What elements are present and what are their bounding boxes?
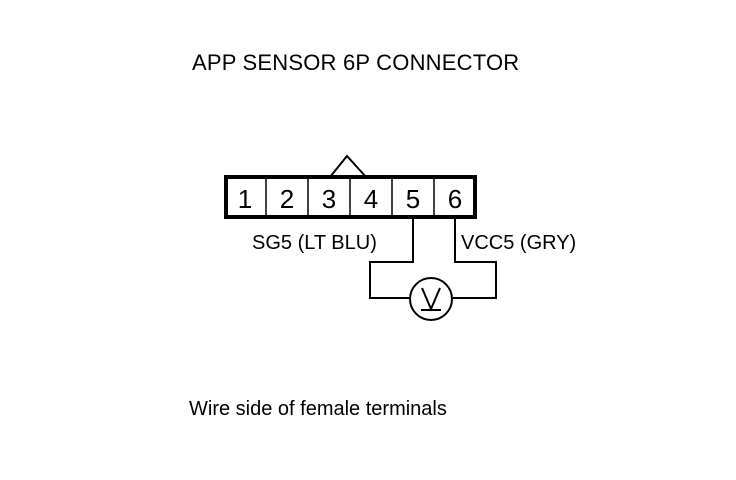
wire-label-vcc5: VCC5 (GRY) xyxy=(461,232,576,254)
pin-2: 2 xyxy=(280,184,294,214)
voltmeter-icon xyxy=(409,277,453,321)
pin-1: 1 xyxy=(238,184,252,214)
pin-4: 4 xyxy=(364,184,378,214)
diagram-title: APP SENSOR 6P CONNECTOR xyxy=(192,50,520,75)
pin-3: 3 xyxy=(322,184,336,214)
wire-label-sg5: SG5 (LT BLU) xyxy=(252,232,377,254)
pin-6: 6 xyxy=(448,184,462,214)
diagram-caption: Wire side of female terminals xyxy=(189,398,447,420)
connector-lock-tab xyxy=(329,154,367,178)
pin-5: 5 xyxy=(406,184,420,214)
probe-wire-pin-5 xyxy=(369,217,414,299)
pin-dividers xyxy=(265,179,435,215)
pin-numbers: 1 2 3 4 5 6 xyxy=(238,184,462,214)
probe-wire-pin-6 xyxy=(452,217,497,299)
